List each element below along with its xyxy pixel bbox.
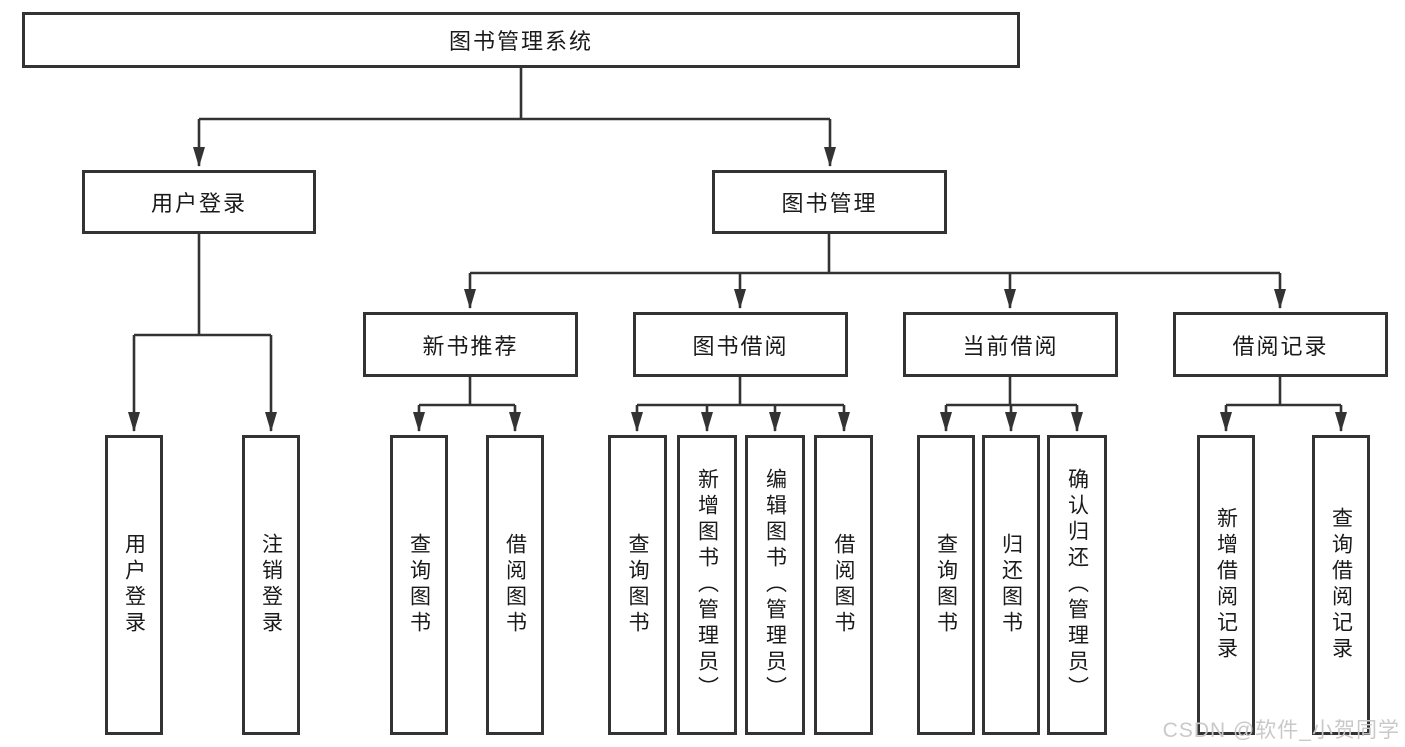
leaf-label: 确认归还（管理员） — [1065, 468, 1089, 702]
leaf-label: 查询图书 — [407, 533, 431, 637]
leaf-label: 编辑图书（管理员） — [763, 468, 787, 702]
node-user-login: 用户登录 — [82, 170, 316, 234]
node-new-book-recommend: 新书推荐 — [363, 312, 578, 377]
leaf-label: 新增图书（管理员） — [695, 468, 719, 702]
node-current-borrow: 当前借阅 — [903, 312, 1118, 377]
node-root-library-management-system: 图书管理系统 — [22, 12, 1020, 68]
node-leaf-query-book-3: 查询图书 — [917, 435, 975, 735]
node-leaf-query-book-2: 查询图书 — [608, 435, 667, 735]
csdn-watermark: CSDN @软件_小贺同学 — [1162, 719, 1400, 742]
node-book-management: 图书管理 — [712, 170, 947, 234]
node-leaf-add-book-admin: 新增图书（管理员） — [677, 435, 737, 735]
node-book-borrow: 图书借阅 — [633, 312, 848, 377]
node-leaf-edit-book-admin: 编辑图书（管理员） — [745, 435, 805, 735]
leaf-label: 注销登录 — [259, 533, 283, 637]
node-leaf-return-book: 归还图书 — [982, 435, 1040, 735]
node-leaf-borrow-book-1: 借阅图书 — [486, 435, 544, 735]
node-leaf-query-borrow-record: 查询借阅记录 — [1312, 435, 1370, 735]
node-leaf-confirm-return-admin: 确认归还（管理员） — [1047, 435, 1107, 735]
node-leaf-logout: 注销登录 — [242, 435, 300, 735]
node-borrow-record: 借阅记录 — [1173, 312, 1388, 377]
node-leaf-user-login: 用户登录 — [105, 435, 163, 735]
node-leaf-borrow-book-2: 借阅图书 — [814, 435, 873, 735]
leaf-label: 查询图书 — [934, 533, 958, 637]
leaf-label: 用户登录 — [122, 533, 146, 637]
leaf-label: 归还图书 — [999, 533, 1023, 637]
node-leaf-query-book-1: 查询图书 — [390, 435, 448, 735]
leaf-label: 查询图书 — [626, 533, 649, 637]
node-leaf-add-borrow-record: 新增借阅记录 — [1197, 435, 1255, 735]
leaf-label: 借阅图书 — [503, 533, 527, 637]
leaf-label: 借阅图书 — [832, 533, 855, 637]
leaf-label: 查询借阅记录 — [1329, 507, 1353, 663]
leaf-label: 新增借阅记录 — [1214, 507, 1238, 663]
